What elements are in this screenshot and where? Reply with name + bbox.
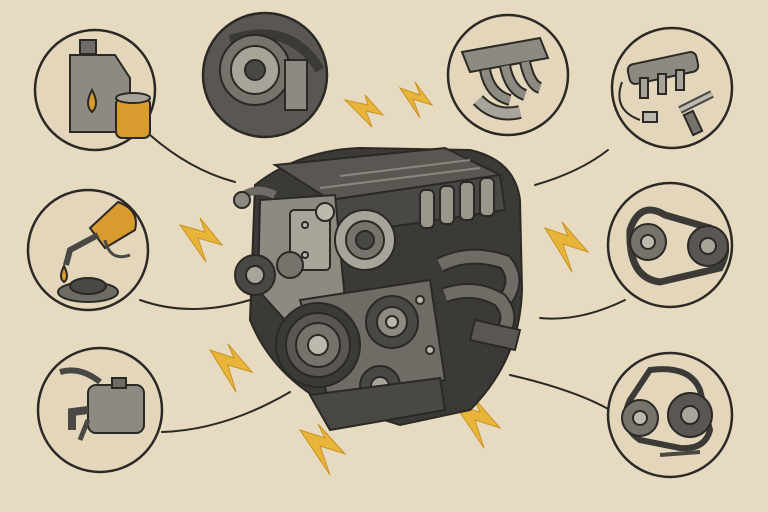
connector-serpentine (539, 299, 626, 320)
spark-icon (178, 217, 224, 263)
connector-oil (149, 134, 236, 183)
callout-fuel-nozzle (26, 188, 150, 312)
callout-fuel-rail-spark-plugs (610, 26, 734, 150)
serpentine-belt-icon (626, 206, 730, 286)
callout-timing-belt-pulley (201, 11, 329, 139)
callout-exhaust-manifold (446, 13, 570, 137)
connector-coolant (161, 391, 291, 433)
oil-jug-filter-icon (69, 39, 151, 139)
connector-fuel-nozzle (139, 299, 251, 310)
coolant-reservoir-icon (59, 367, 145, 441)
engine-block-illustration (233, 146, 524, 432)
spark-icon (208, 343, 254, 393)
spark-icon (543, 221, 590, 273)
callout-serpentine-belt (606, 181, 734, 309)
spark-icon (298, 423, 347, 476)
connector-lines (139, 134, 626, 433)
spark-icon (398, 81, 434, 119)
connector-exhaust (534, 149, 609, 186)
drive-belt-pulleys-icon (621, 366, 714, 457)
callout-coolant-reservoir (36, 346, 164, 474)
spark-icon (343, 94, 385, 128)
fuel-nozzle-icon (57, 200, 137, 303)
exhaust-manifold-icon (460, 36, 550, 121)
fuel-rail-spark-plug-icon (618, 51, 714, 137)
timing-pulley-icon (219, 29, 325, 111)
callout-oil-and-filter (33, 28, 157, 152)
callout-drive-belt-pulleys (606, 351, 734, 479)
connector-drive-belt (509, 374, 611, 411)
